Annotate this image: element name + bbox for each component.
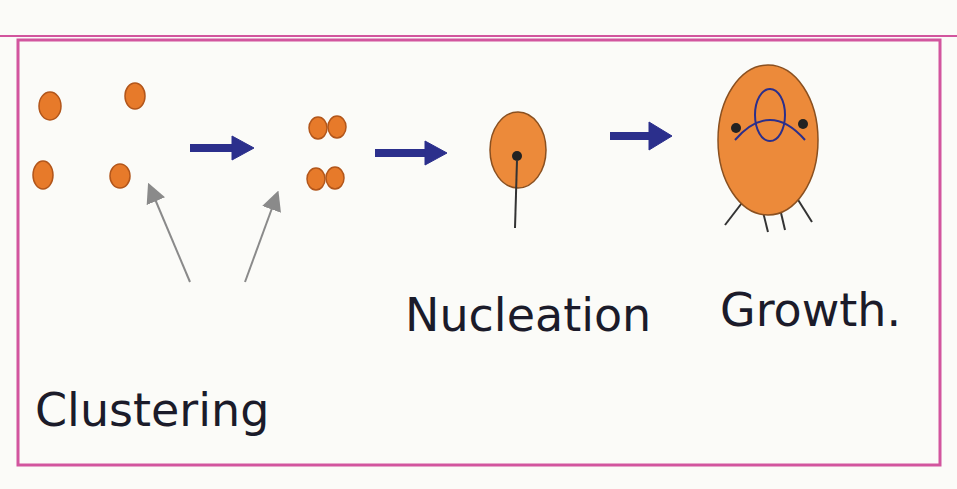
frame bbox=[18, 40, 940, 465]
stage-label: Growth. bbox=[720, 285, 901, 336]
pointer-lines bbox=[152, 192, 275, 282]
crystal bbox=[718, 65, 818, 232]
process-arrows bbox=[190, 122, 672, 165]
nucleus bbox=[490, 112, 546, 228]
stage-label: Nucleation bbox=[405, 290, 651, 341]
stage-label: Clustering bbox=[35, 385, 269, 436]
frame-top bbox=[0, 35, 957, 37]
atoms bbox=[33, 83, 346, 190]
